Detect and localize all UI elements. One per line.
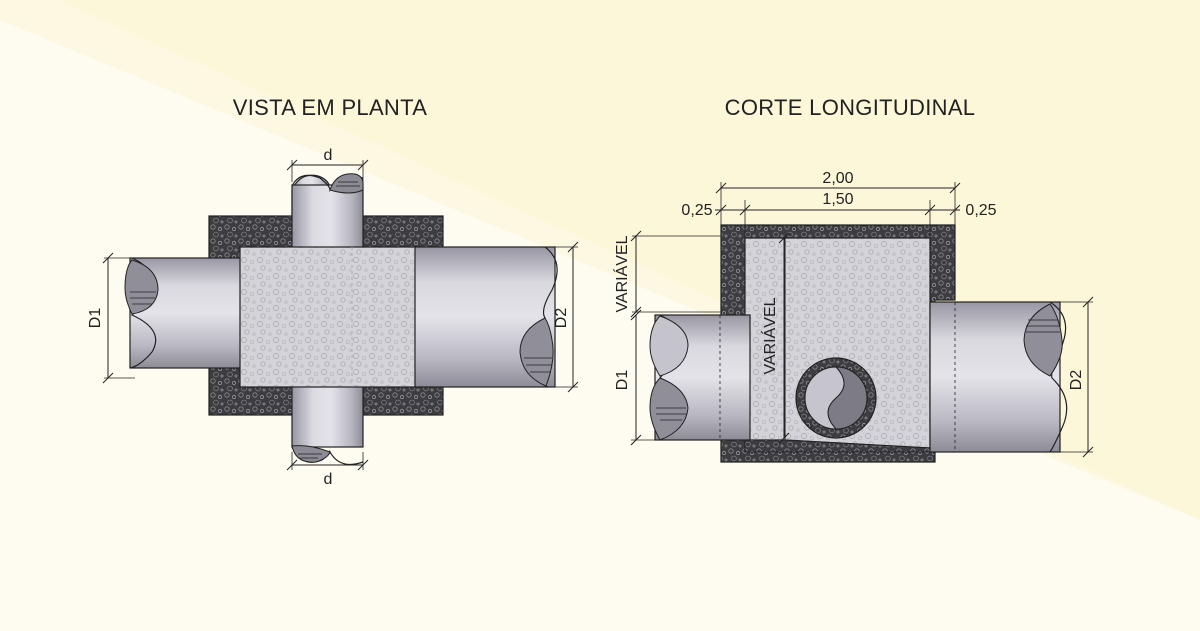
section-label-D1: D1	[614, 370, 631, 391]
plan-view-drawing: d d D1 D2	[87, 147, 579, 488]
plan-inner-box	[239, 246, 417, 388]
plan-pipe-top	[291, 184, 364, 249]
plan-label-d-bottom: d	[324, 471, 333, 488]
section-dim-wall-right: 0,25	[965, 202, 996, 219]
section-label-variable-outer: VARIÁVEL	[612, 235, 631, 312]
plan-label-D2: D2	[553, 308, 570, 329]
section-dim-wall-left: 0,25	[681, 202, 712, 219]
plan-label-d-top: d	[324, 147, 333, 164]
section-dim-inner: 1,50	[822, 191, 853, 208]
section-view-drawing: 2,00 1,50 0,25 0,25 VARIÁVEL VARIÁVEL D1	[612, 170, 1094, 463]
section-label-D2: D2	[1068, 370, 1085, 391]
section-label-variable-inner: VARIÁVEL	[760, 297, 779, 374]
plan-view-title: VISTA EM PLANTA	[233, 95, 427, 120]
plan-label-D1: D1	[87, 308, 104, 329]
section-dim-total: 2,00	[822, 170, 853, 187]
plan-pipe-bottom	[291, 384, 364, 448]
section-view-title: CORTE LONGITUDINAL	[725, 95, 976, 120]
